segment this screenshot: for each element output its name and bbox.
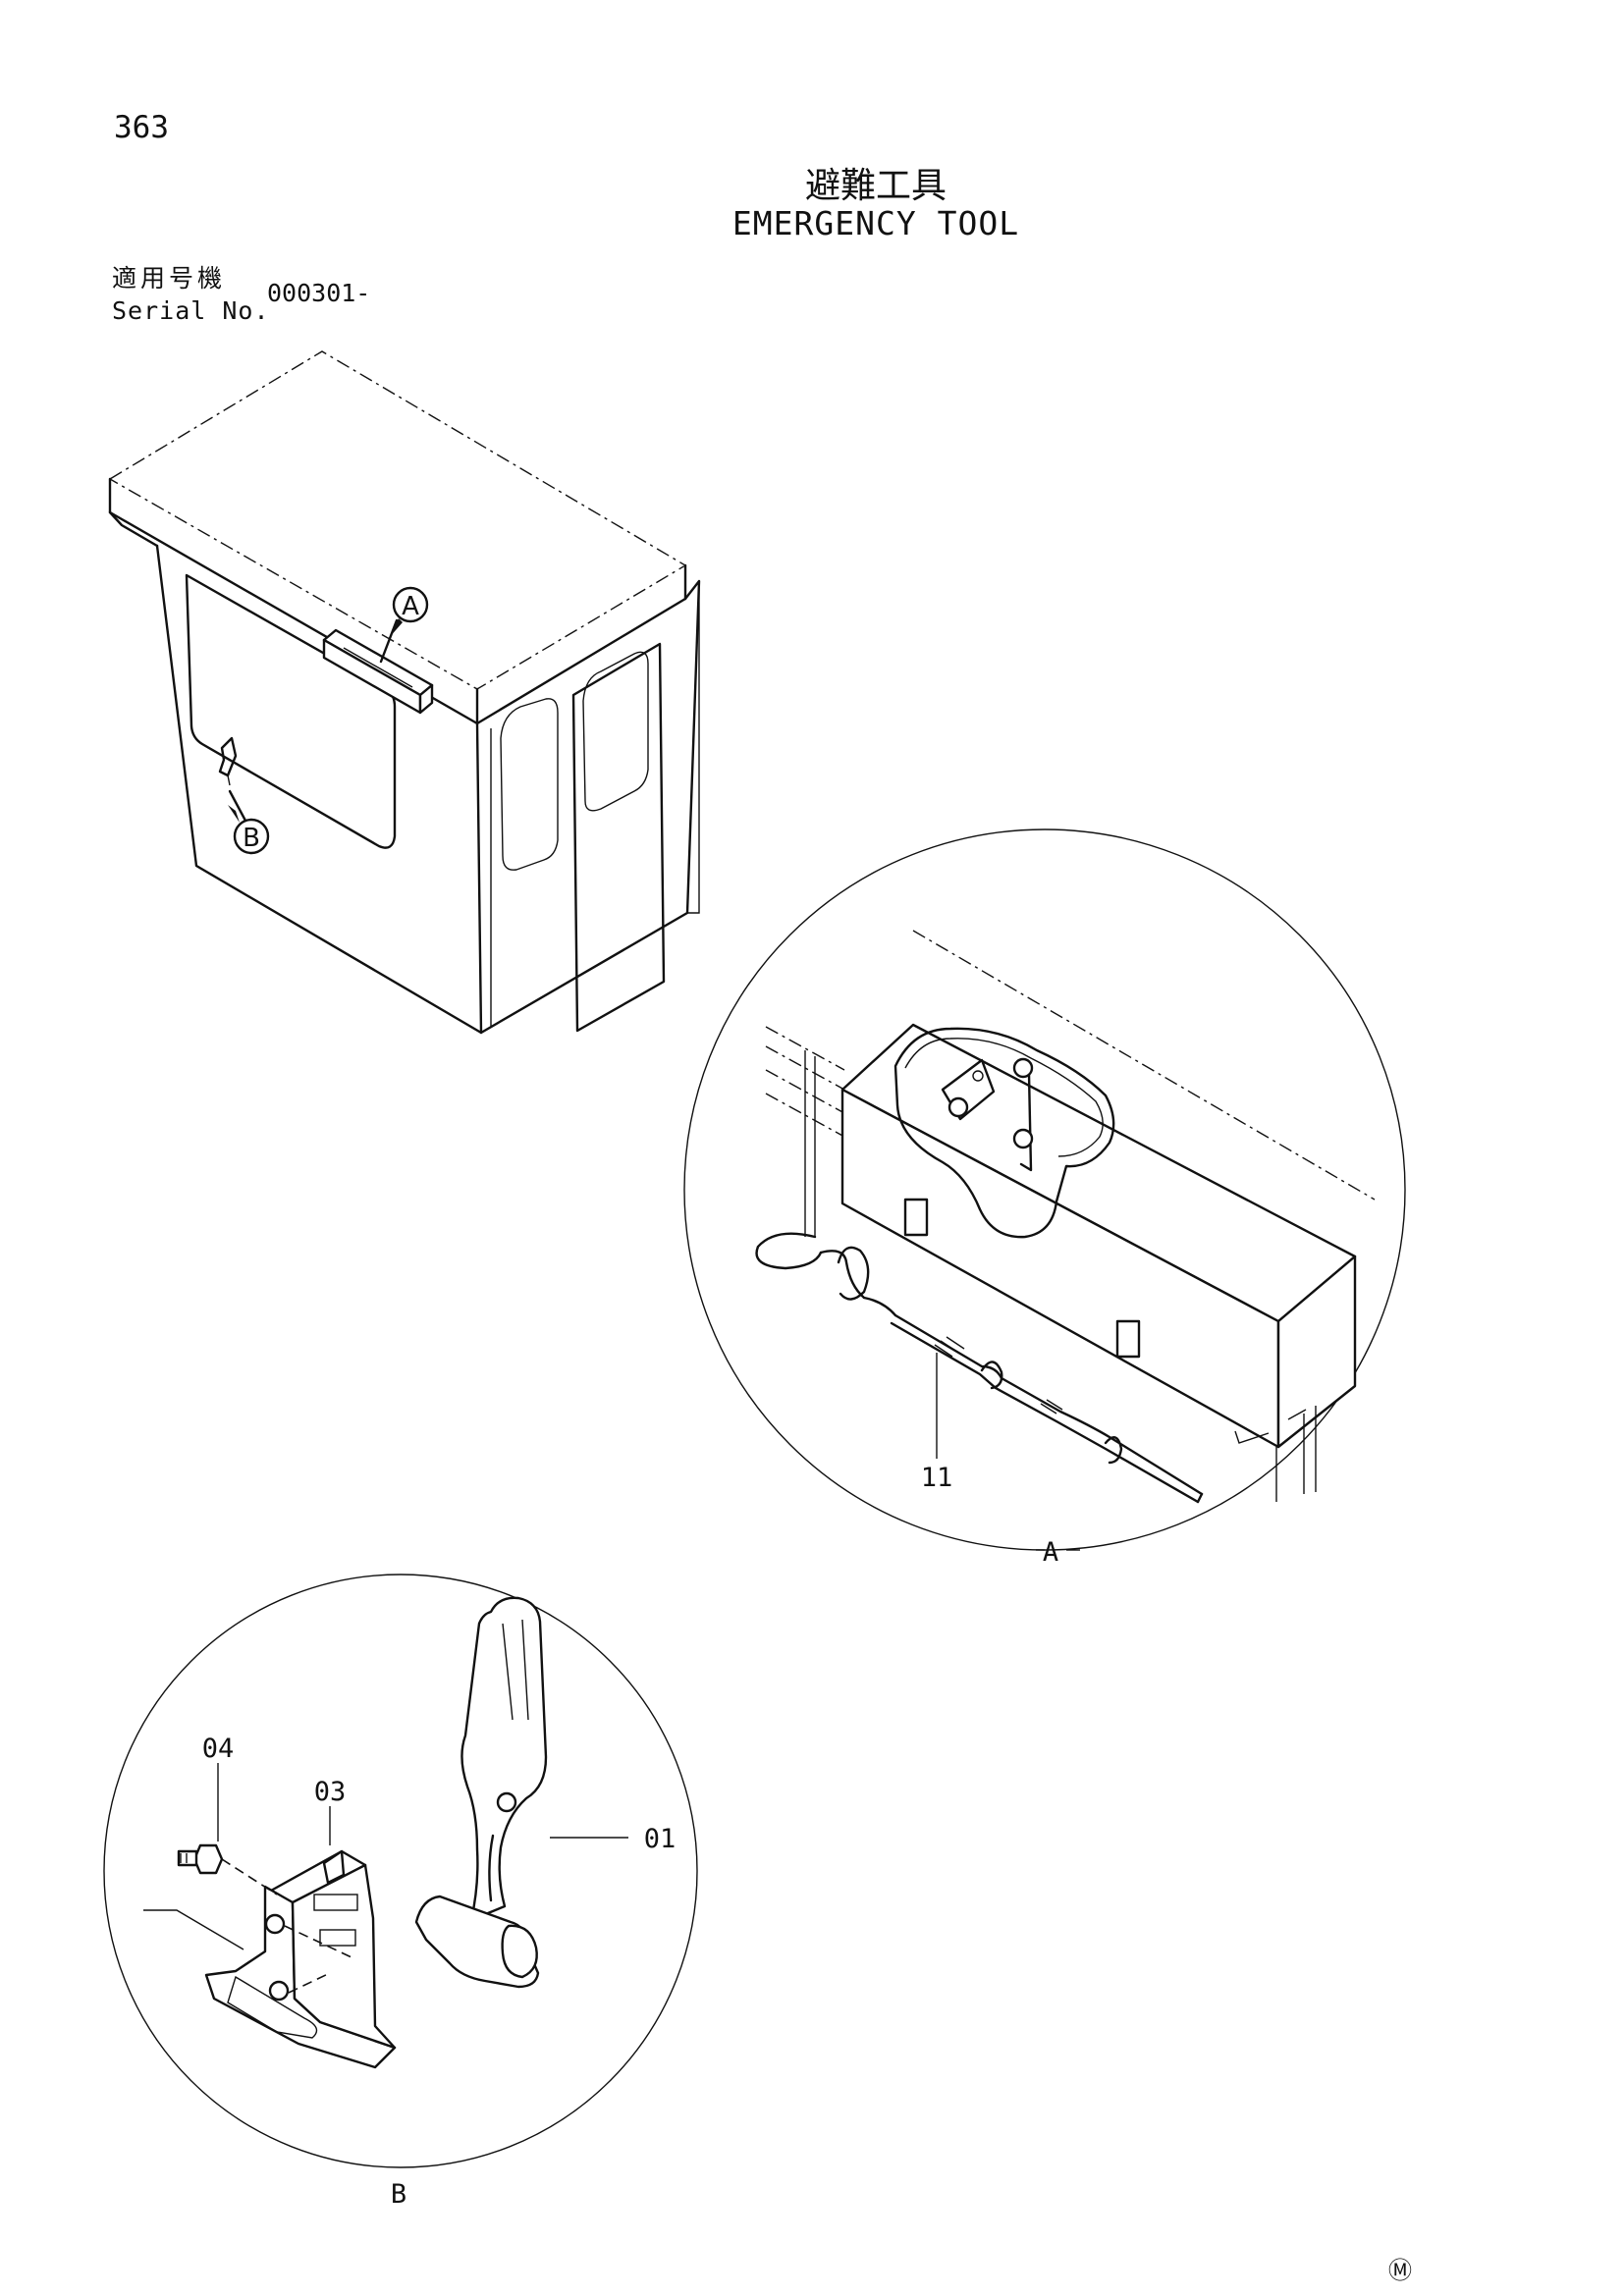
detail-a-label: A <box>1043 1537 1058 1568</box>
page-number: 363 <box>114 110 169 145</box>
part-11-label: 11 <box>921 1463 953 1493</box>
page-title-english: EMERGENCY TOOL <box>731 204 1020 242</box>
part-03-label: 03 <box>314 1777 347 1807</box>
callout-a-label: A <box>402 592 419 621</box>
cab-overview: A B <box>108 350 701 1035</box>
serial-label-japanese: 適用号機 <box>112 264 227 293</box>
callout-b-label: B <box>243 824 260 853</box>
part-04-label: 04 <box>202 1734 235 1764</box>
detail-b: B 01 04 03 <box>103 1574 698 2210</box>
m-mark: Ⓜ <box>1388 2257 1412 2284</box>
serial-number-value: 000301- <box>267 279 371 307</box>
page-title-japanese: 避難工具 <box>804 166 947 206</box>
part-01-label: 01 <box>644 1824 677 1854</box>
detail-b-label: B <box>391 2179 406 2210</box>
detail-a: A <box>683 828 1406 1568</box>
serial-label-english: Serial No. <box>112 296 270 325</box>
